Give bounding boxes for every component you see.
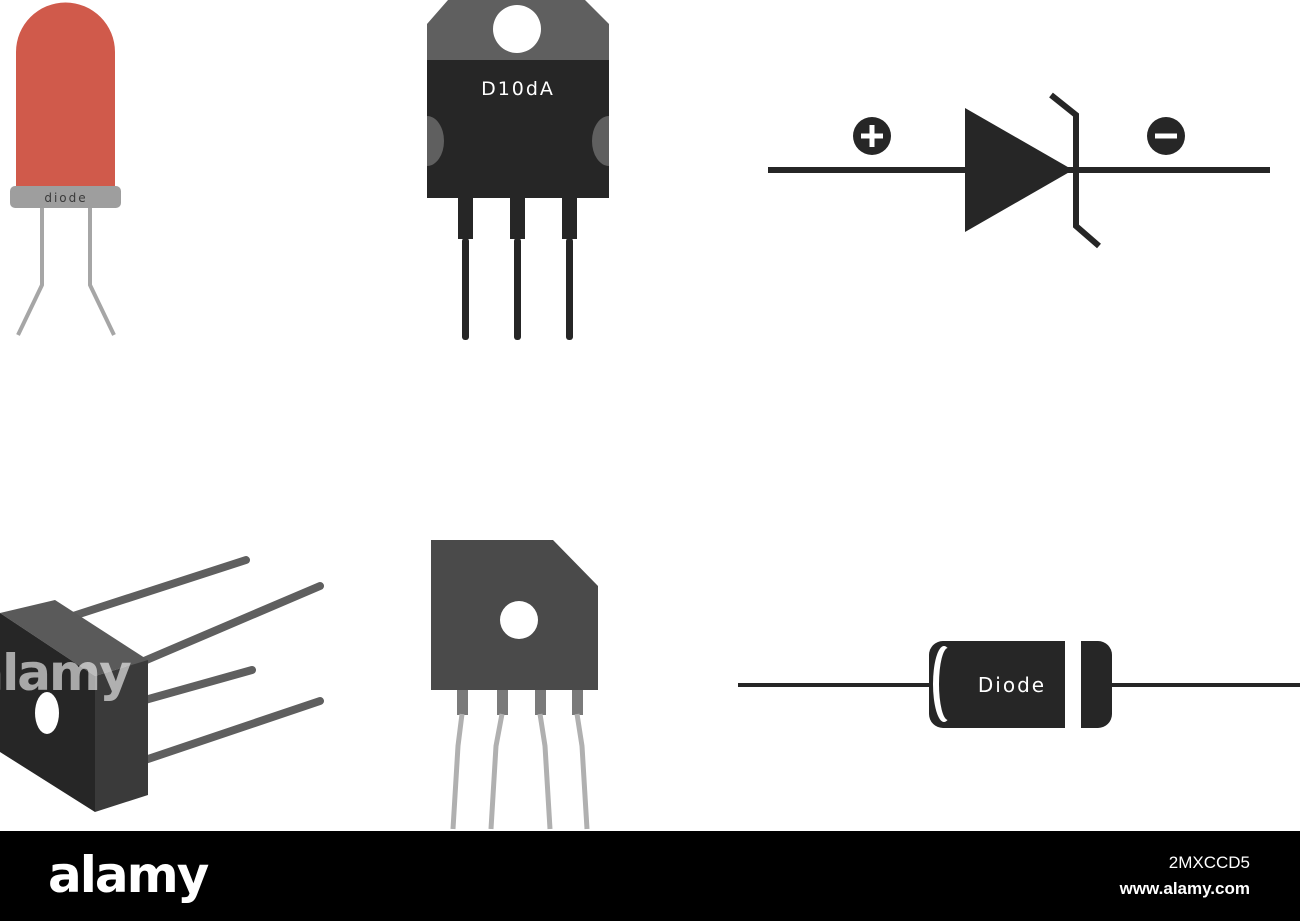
bridge-top-face bbox=[0, 600, 148, 676]
package-pin-1-shoulder bbox=[458, 197, 473, 239]
watermark-text: alamy bbox=[0, 644, 131, 702]
square-pin-1 bbox=[450, 713, 465, 830]
led-lead-left bbox=[16, 205, 44, 336]
bridge-rectifier-square bbox=[431, 540, 598, 830]
package-mount-hole bbox=[493, 5, 541, 53]
site-url: www.alamy.com bbox=[1119, 879, 1250, 898]
plus-icon bbox=[853, 117, 891, 155]
square-mount-hole bbox=[500, 601, 538, 639]
square-pin-2 bbox=[488, 713, 505, 830]
alamy-logo: alamy bbox=[48, 846, 209, 904]
image-code: 2MXCCD5 bbox=[1168, 853, 1250, 872]
minus-icon bbox=[1147, 117, 1185, 155]
illustration-canvas: diode D10dA bbox=[0, 0, 1300, 830]
square-pin-3-shoulder bbox=[535, 690, 546, 715]
axial-end-inner bbox=[939, 648, 957, 720]
package-notch-right bbox=[592, 116, 609, 166]
package-pin-1 bbox=[462, 238, 469, 340]
square-pin-4-shoulder bbox=[572, 690, 583, 715]
led-diode: diode bbox=[10, 2, 121, 336]
package-pin-2 bbox=[514, 238, 521, 340]
zener-symbol bbox=[768, 92, 1270, 249]
square-pin-2-shoulder bbox=[497, 690, 508, 715]
axial-diode: Diode bbox=[738, 641, 1300, 728]
bridge-lead-1 bbox=[66, 556, 250, 621]
square-pin-3 bbox=[537, 713, 553, 830]
package-pin-2-shoulder bbox=[510, 197, 525, 239]
square-pin-1-shoulder bbox=[457, 690, 468, 715]
power-package-diode: D10dA bbox=[427, 0, 609, 340]
package-body bbox=[427, 60, 609, 198]
bridge-lead-3 bbox=[141, 666, 256, 704]
led-dome bbox=[16, 2, 115, 188]
watermark: alamy bbox=[0, 644, 133, 702]
led-lead-right bbox=[88, 205, 116, 336]
bridge-rectifier-perspective bbox=[0, 556, 324, 812]
bridge-side-face bbox=[95, 660, 148, 812]
zener-cathode-bar bbox=[1049, 92, 1101, 249]
package-pin-3-shoulder bbox=[562, 197, 577, 239]
bridge-lead-4 bbox=[141, 697, 324, 764]
axial-cathode-band bbox=[1065, 641, 1081, 728]
package-label: D10dA bbox=[481, 78, 555, 100]
led-base-ring bbox=[10, 186, 121, 208]
led-label: diode bbox=[44, 191, 87, 205]
zener-triangle bbox=[965, 108, 1073, 232]
package-notch-left bbox=[427, 116, 444, 166]
square-pin-4 bbox=[574, 713, 590, 830]
bridge-hole bbox=[35, 692, 59, 734]
package-pin-3 bbox=[566, 238, 573, 340]
axial-label: Diode bbox=[978, 673, 1046, 697]
footer-bar: alamy 2MXCCD5 www.alamy.com bbox=[0, 831, 1300, 921]
bridge-lead-2 bbox=[126, 582, 324, 671]
